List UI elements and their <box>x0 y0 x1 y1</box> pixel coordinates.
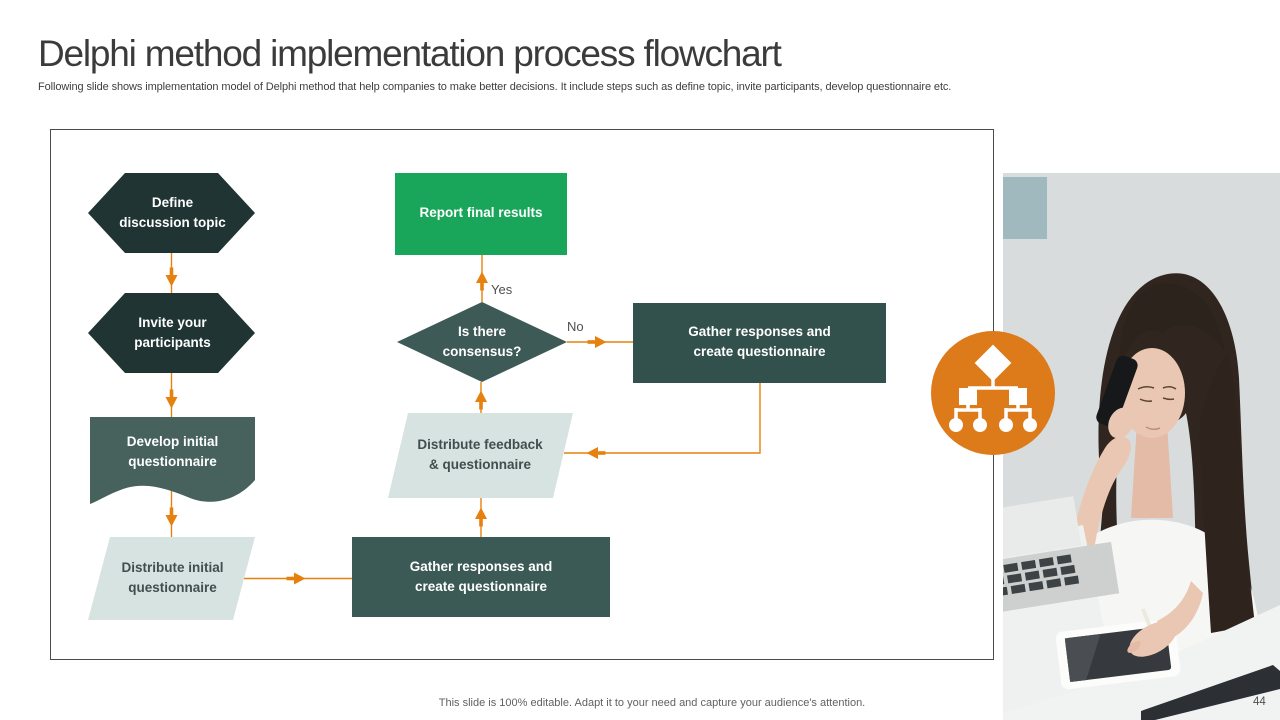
photo-blue-square <box>1003 177 1047 239</box>
node-is-there-consensus-label: Is there consensus? <box>442 323 522 359</box>
node-develop-initial-questionnaire-label: Develop initial questionnaire <box>126 433 219 469</box>
node-distribute-initial-questionnaire-shape <box>88 537 255 620</box>
photo-finger <box>1127 641 1141 653</box>
page-title: Delphi method implementation process flo… <box>38 33 782 74</box>
node-gather-responses-right-label: Gather responses and create questionnair… <box>688 323 831 359</box>
org-chart-flow-icon <box>949 344 1037 432</box>
photo-face-features <box>1137 385 1177 431</box>
node-report-final-results-label: Report final results <box>419 204 543 220</box>
node-gather-responses-bottom-shape <box>352 537 610 617</box>
node-distribute-initial-questionnaire-label: Distribute initial questionnaire <box>121 559 224 595</box>
footer-note: This slide is 100% editable. Adapt it to… <box>438 697 866 709</box>
decor-circle <box>931 331 1055 455</box>
node-develop-initial-questionnaire-shape <box>90 417 255 504</box>
node-report-final-results-shape <box>395 173 567 255</box>
page-number: 44 <box>1253 696 1266 708</box>
node-invite-your-participants-shape <box>88 293 255 373</box>
photo-laptop <box>1003 496 1120 617</box>
photo-hair-lock <box>1199 353 1255 633</box>
photo-phone <box>1096 355 1138 427</box>
node-define-discussion-topic-label: Define discussion topic <box>119 194 226 230</box>
photo-hand-on-phone <box>1108 407 1134 439</box>
node-gather-responses-right-shape <box>633 303 886 383</box>
node-gather-responses-bottom-label: Gather responses and create questionnair… <box>409 558 553 594</box>
photo-neck <box>1131 423 1173 518</box>
edge-label-no: No <box>567 319 584 334</box>
photo-dark-edge <box>1141 665 1280 720</box>
slide-subtitle: Following slide shows implementation mod… <box>38 81 952 93</box>
node-is-there-consensus-shape <box>397 302 567 382</box>
photo-hair-fringe <box>1118 283 1225 378</box>
node-define-discussion-topic-shape <box>88 173 255 253</box>
flowchart-canvas <box>88 173 886 620</box>
node-distribute-feedback-questionnaire-label: Distribute feedback & questionnaire <box>417 436 543 472</box>
edge-label-yes: Yes <box>491 282 513 297</box>
photo-woman-on-phone <box>1003 173 1280 720</box>
photo-hand-on-tablet <box>1129 621 1177 657</box>
node-invite-your-participants-label: Invite your participants <box>134 314 211 350</box>
node-distribute-feedback-questionnaire-shape <box>388 413 573 498</box>
